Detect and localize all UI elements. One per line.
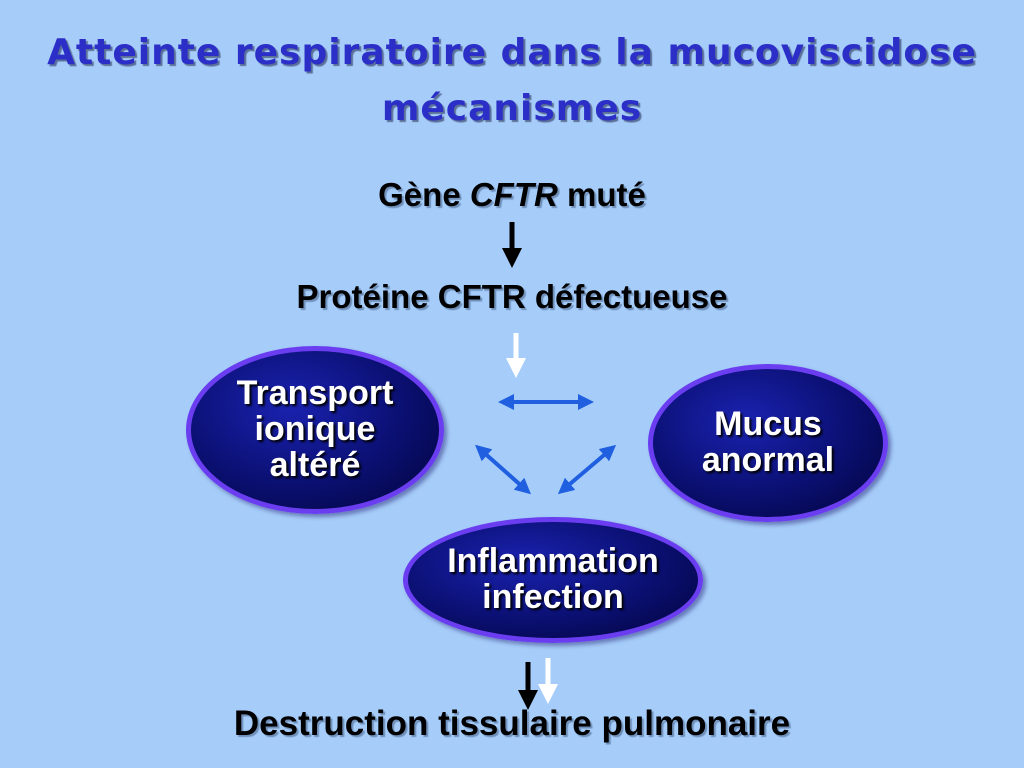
gene-prefix: Gène — [378, 176, 470, 213]
destruction-label: Destruction tissulaire pulmonaire — [233, 704, 791, 743]
arrow-mucus-inflammation — [557, 444, 617, 495]
gene-suffix: muté — [557, 176, 646, 213]
inflammation-oval: Inflammation infection — [403, 517, 703, 643]
transport-label: Transport ionique altéré — [236, 374, 394, 484]
mucus-label: Mucus anormal — [701, 405, 835, 479]
gene-name: CFTR — [469, 176, 558, 213]
title-line-1: Atteinte respiratoire dans la mucoviscid… — [47, 32, 977, 73]
mucus-oval: Mucus anormal — [648, 364, 888, 522]
inflammation-label: Inflammation infection — [447, 542, 659, 616]
gene-label: Gène CFTR muté — [0, 176, 1024, 214]
transport-oval: Transport ionique altéré — [186, 346, 444, 514]
arrow-transport-inflammation — [475, 444, 531, 495]
protein-label: Protéine CFTR défectueuse — [296, 278, 728, 315]
title-line-2: mécanismes — [381, 88, 643, 129]
